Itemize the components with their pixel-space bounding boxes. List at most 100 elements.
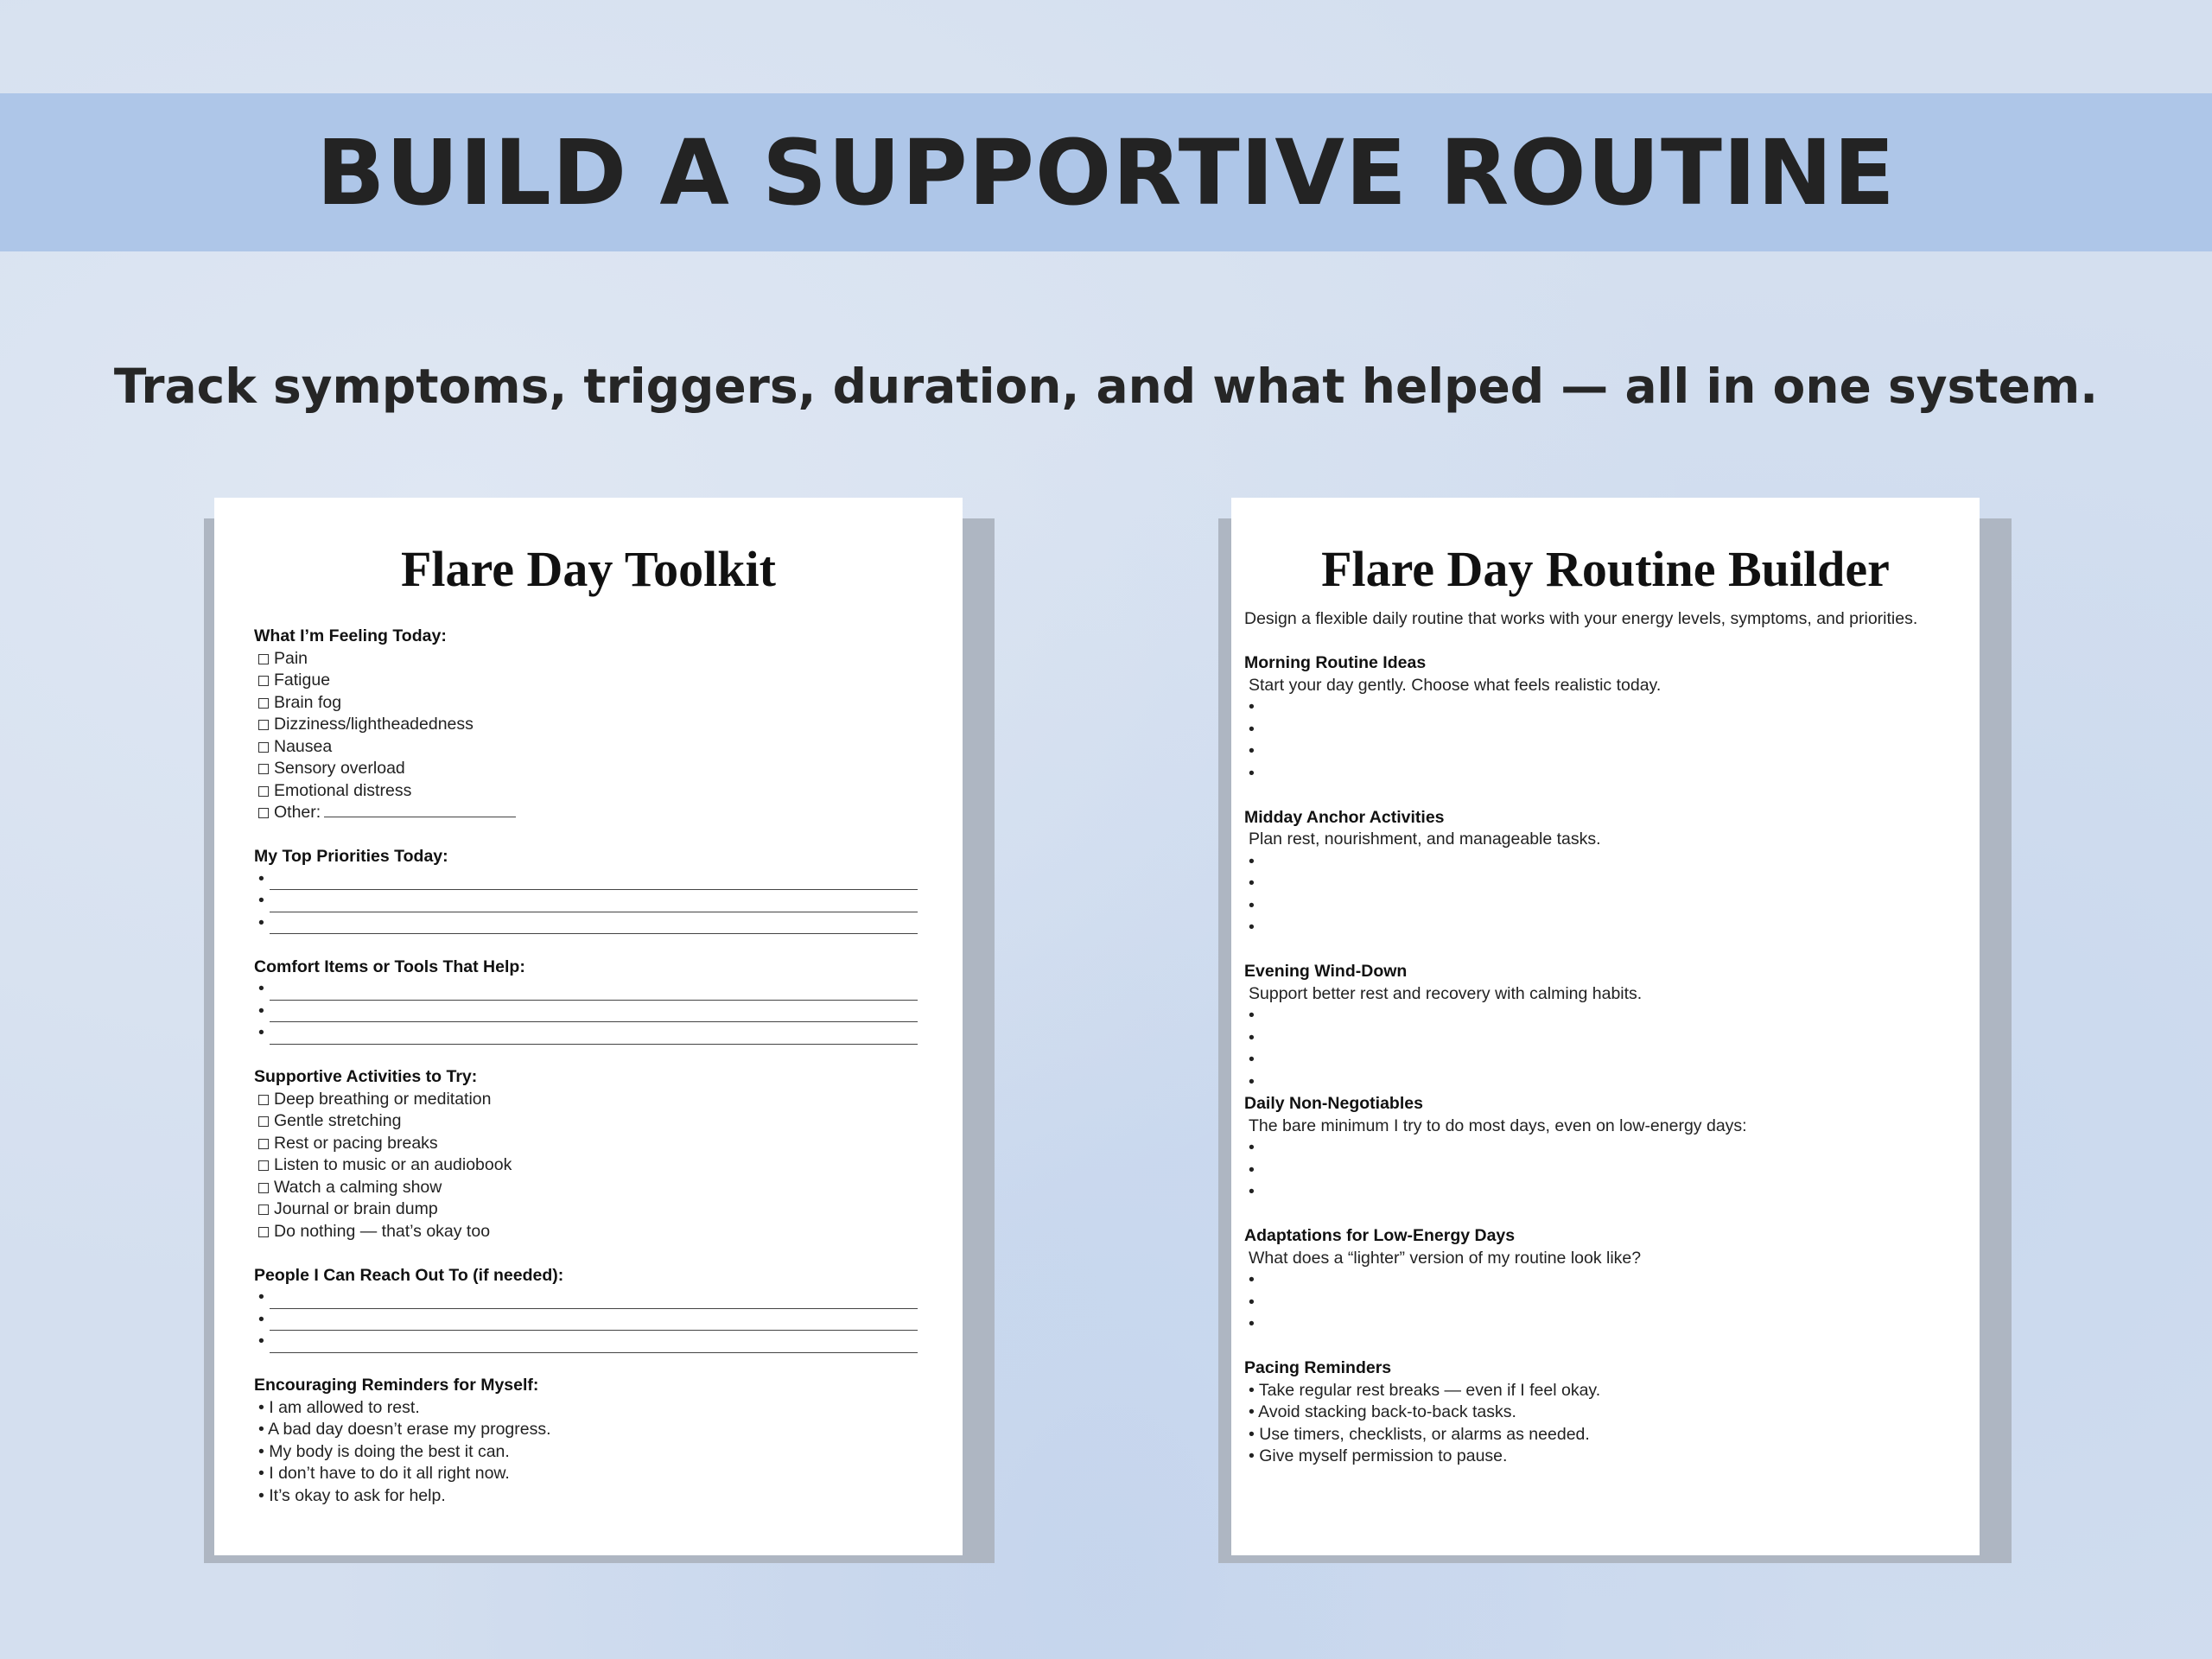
item-label: Sensory overload [274,759,405,778]
item-label: Journal or brain dump [274,1199,438,1218]
checklist-item: Pain [254,648,918,671]
section-heading: Midday Anchor Activities [1244,807,1445,827]
section-heading: Morning Routine Ideas [1244,653,1427,672]
write-in-line[interactable]: • [254,1287,918,1309]
write-in-line[interactable]: • [254,912,918,934]
section-heading: Daily Non-Negotiables [1244,1094,1423,1113]
section-subtitle: Support better rest and recovery with ca… [1249,983,1643,1003]
bullet: • [258,891,264,910]
bullet-entry[interactable]: • [1249,918,1255,937]
checkbox-icon[interactable] [258,785,269,797]
checklist-item: Rest or pacing breaks [254,1133,918,1155]
rule-line [269,874,918,890]
section-heading: What I’m Feeling Today: [254,626,447,645]
bullet-entry[interactable]: • [1249,895,1255,915]
section-heading: Adaptations for Low-Energy Days [1244,1226,1516,1245]
bullet-entry[interactable]: • [1249,697,1255,716]
item-label: Fatigue [274,671,331,690]
section-heading: My Top Priorities Today: [254,847,448,866]
item-label: Dizziness/lightheadedness [274,715,474,734]
bullet-entry[interactable]: • [1249,1006,1255,1025]
checkbox-icon[interactable] [258,764,269,774]
checkbox-icon[interactable] [258,697,269,709]
toolkit-page: Flare Day Toolkit What I’m Feeling Today… [214,498,963,1555]
section-heading: Supportive Activities to Try: [254,1067,478,1086]
bullet: • [258,868,264,888]
subtitle: Track symptoms, triggers, duration, and … [113,359,2099,414]
checkbox-icon[interactable] [258,1226,269,1237]
checkbox-icon[interactable] [258,1116,269,1127]
bullet-entry[interactable]: • [1249,1027,1255,1047]
checkbox-icon[interactable] [258,1138,269,1149]
bullet: • [258,1332,264,1351]
checkbox-icon[interactable] [258,720,269,730]
reminder-item: • It’s okay to ask for help. [258,1485,446,1505]
checkbox-icon[interactable] [258,1094,269,1105]
section-heading: Pacing Reminders [1244,1358,1392,1377]
reminder-item: • Take regular rest breaks — even if I f… [1249,1380,1601,1400]
bullet-entry[interactable]: • [1249,874,1255,893]
checklist-item: Sensory overload [254,758,918,780]
checkbox-icon[interactable] [258,1205,269,1215]
checkbox-icon[interactable] [258,676,269,686]
write-in-line[interactable]: • [254,1001,918,1022]
bullet-entry[interactable]: • [1249,763,1255,783]
bullet-entry[interactable]: • [1249,1292,1255,1312]
item-label: Gentle stretching [274,1111,402,1130]
bullet: • [258,1001,264,1020]
reminder-item: • My body is doing the best it can. [258,1441,510,1461]
write-in-line[interactable]: • [254,868,918,890]
write-in-line[interactable]: • [254,978,918,1001]
rule-line [269,1006,918,1022]
checkbox-icon[interactable] [258,1160,269,1171]
write-in-line[interactable]: • [254,1309,918,1331]
checkbox-icon[interactable] [258,1182,269,1193]
item-label: Nausea [274,736,333,756]
write-in-line[interactable]: • [254,890,918,912]
builder-page: Flare Day Routine Builder Design a flexi… [1231,498,1980,1555]
bullet-entry[interactable]: • [1249,1182,1255,1201]
description: Design a flexible daily routine that wor… [1244,609,1918,628]
bullet-entry[interactable]: • [1249,851,1255,871]
write-in-line[interactable]: • [254,1331,918,1353]
checkbox-icon[interactable] [258,808,269,818]
bullet: • [258,1287,264,1306]
item-label: Watch a calming show [274,1177,442,1197]
reminder-item: • I am allowed to rest. [258,1397,420,1417]
item-label: Do nothing — that’s okay too [274,1221,491,1241]
bullet-entry[interactable]: • [1249,741,1255,760]
bullet: • [258,912,264,932]
rule-line [269,1293,918,1309]
rule-line [269,1337,918,1353]
bullet-entry[interactable]: • [1249,1160,1255,1179]
item-label: Deep breathing or meditation [274,1089,492,1109]
checkbox-icon[interactable] [258,741,269,753]
bullet-entry[interactable]: • [1249,1270,1255,1289]
item-label: Pain [274,648,308,668]
reminder-item: • Avoid stacking back-to-back tasks. [1249,1402,1516,1421]
checkbox-icon[interactable] [258,653,269,664]
rule-line [269,1028,918,1045]
bullet-entry[interactable]: • [1249,719,1255,739]
checklist-item: Emotional distress [254,780,918,803]
bullet-entry[interactable]: • [1249,1071,1255,1091]
checklist-item: Watch a calming show [254,1177,918,1199]
rule-line [269,984,918,1001]
section-heading: Evening Wind-Down [1244,962,1408,981]
section-heading: Comfort Items or Tools That Help: [254,957,525,976]
bullet-entry[interactable]: • [1249,1138,1255,1157]
checklist-item: Do nothing — that’s okay too [254,1221,918,1243]
toolkit-title: Flare Day Toolkit [401,541,776,597]
write-in-line[interactable]: • [254,1022,918,1045]
item-label: Brain fog [274,692,342,712]
write-in-line[interactable] [324,803,517,817]
checklist-item: Gentle stretching [254,1110,918,1133]
reminder-item: • A bad day doesn’t erase my progress. [258,1420,551,1439]
section-heading: People I Can Reach Out To (if needed): [254,1265,564,1285]
builder-title: Flare Day Routine Builder [1321,541,1890,597]
title-banner: BUILD A SUPPORTIVE ROUTINE [0,93,2212,251]
rule-line [269,918,918,934]
bullet-entry[interactable]: • [1249,1314,1255,1333]
bullet-entry[interactable]: • [1249,1050,1255,1069]
